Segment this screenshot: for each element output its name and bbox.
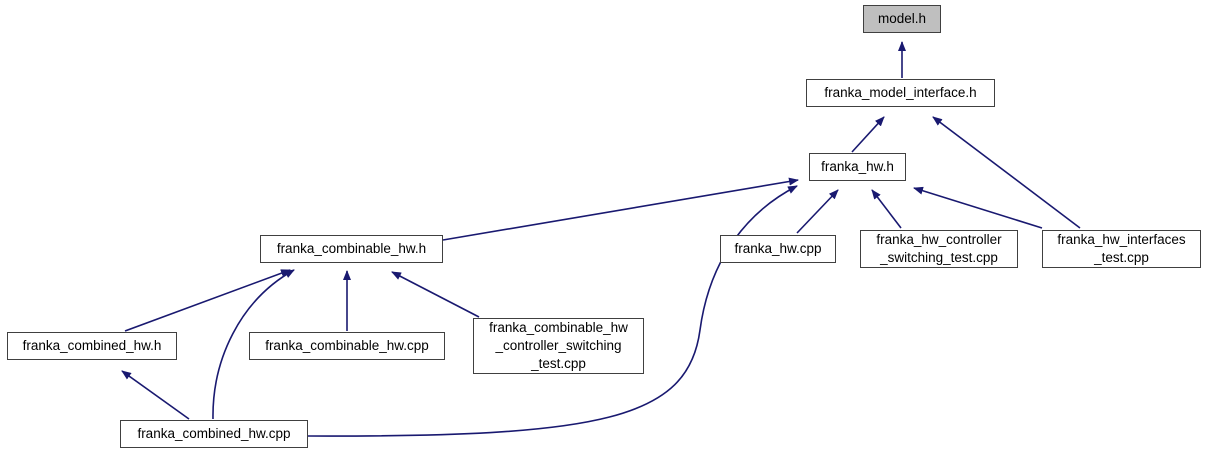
node-label: franka_combined_hw.cpp [137,426,291,441]
edge-franka-hw-h-to-franka-model-interface-h [851,116,885,153]
edge-franka-combinable-hw-h-to-franka-hw-h [442,177,799,241]
node-label: franka_model_interface.h [824,85,977,100]
node-franka-hw-cpp[interactable]: franka_hw.cpp [720,235,836,263]
edge-franka-hw-controller-switching-test-cpp-to-franka-hw-h [871,189,902,229]
node-franka-combined-hw-h[interactable]: franka_combined_hw.h [7,332,177,360]
node-model-h[interactable]: model.h [863,5,941,33]
edge-franka-combined-hw-cpp-to-franka-combined-hw-h [121,370,190,420]
node-label: franka_combinable_hw.cpp [265,338,429,353]
node-franka-combined-hw-cpp[interactable]: franka_combined_hw.cpp [120,420,308,448]
node-label: franka_combined_hw.h [22,338,162,353]
node-label: franka_combinable_hw _controller_switchi… [489,320,628,371]
edge-franka-hw-interfaces-test-cpp-to-franka-model-interface-h [932,116,1081,229]
edge-franka-hw-interfaces-test-cpp-to-franka-hw-h [913,186,1043,229]
node-label: franka_hw_controller _switching_test.cpp [876,232,1002,265]
node-label: franka_hw.h [821,159,894,174]
node-label: franka_combinable_hw.h [276,241,427,256]
edge-franka-combined-hw-cpp-to-franka-hw-h [307,185,798,437]
edge-franka-combinable-hw-controller-switching-test-cpp-to-franka-combinable-hw-h [391,271,480,318]
node-label: franka_hw_interfaces _test.cpp [1057,232,1186,265]
node-franka-hw-h[interactable]: franka_hw.h [809,153,906,181]
node-label: model.h [877,11,927,26]
node-franka-hw-interfaces-test-cpp[interactable]: franka_hw_interfaces _test.cpp [1042,230,1201,268]
edge-franka-combined-hw-h-to-franka-combinable-hw-h [124,269,291,332]
node-label: franka_hw.cpp [734,241,822,256]
node-franka-combinable-hw-controller-switching-test-cpp[interactable]: franka_combinable_hw _controller_switchi… [473,318,644,374]
node-franka-model-interface-h[interactable]: franka_model_interface.h [806,79,995,107]
node-franka-combinable-hw-cpp[interactable]: franka_combinable_hw.cpp [249,332,445,360]
edge-franka-hw-cpp-to-franka-hw-h [796,189,839,234]
node-franka-combinable-hw-h[interactable]: franka_combinable_hw.h [260,235,443,263]
node-franka-hw-controller-switching-test-cpp[interactable]: franka_hw_controller _switching_test.cpp [860,230,1018,268]
